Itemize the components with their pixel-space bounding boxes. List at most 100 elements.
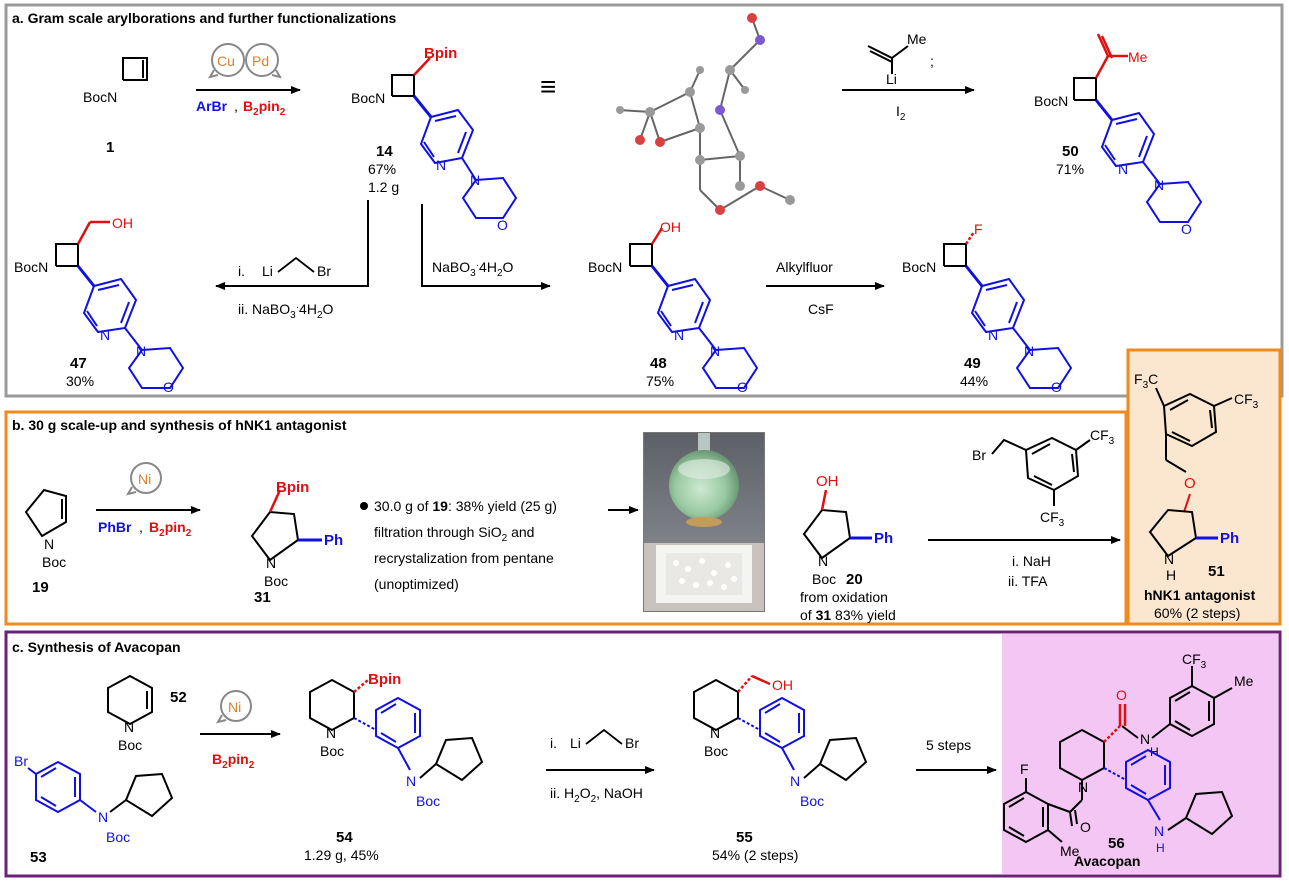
compound-20-label: 20	[846, 571, 863, 588]
c48-morph-o: O	[737, 379, 748, 395]
carbenoid-li-c: Li	[570, 735, 581, 751]
c20-boc-label: Boc	[812, 571, 836, 587]
panel-b-frame	[4, 410, 1128, 626]
panel-a-frame	[4, 3, 1284, 398]
b2pin2-reagent-a: B2pin2	[243, 98, 286, 118]
c19-n-label: N	[44, 536, 54, 552]
benzyl-cf3-top: CF3	[1090, 427, 1115, 447]
compound-48-label: 48	[650, 355, 667, 372]
c49-morph-n: N	[1024, 343, 1034, 359]
c14-pyridine-n: N	[436, 157, 446, 173]
c47-morph-n: N	[136, 343, 146, 359]
c51-h-label: H	[1166, 567, 1176, 583]
c31-bpin-bond	[268, 489, 282, 513]
ni-cycle-icon-c	[215, 690, 252, 724]
i2-reagent: I2	[896, 103, 906, 123]
c54-n-aryl: N	[406, 773, 416, 789]
c56-amide	[1103, 704, 1127, 743]
c55-boc-label: Boc	[704, 743, 728, 759]
c49-f-bond	[964, 231, 976, 245]
c56-amide-o: O	[1116, 687, 1127, 703]
compound-19-structure	[24, 488, 67, 538]
nah-reagent: i. NaH	[1012, 553, 1051, 569]
c54-boc-aryl: Boc	[416, 793, 440, 809]
c54-cyclopentyl	[419, 736, 484, 782]
c19-boc-label: Boc	[42, 554, 66, 570]
c54-bpin-bond	[353, 679, 369, 693]
compound-14-label: 14	[376, 143, 393, 160]
step-i-47: i.	[238, 263, 245, 279]
scaleup-line4: (unoptimized)	[374, 576, 459, 592]
ni-cycle-icon-b	[125, 462, 162, 496]
compound-52-label: 52	[170, 689, 187, 706]
reagent-comma: ,	[234, 98, 238, 114]
compound-47-yield: 30%	[66, 373, 94, 389]
c14-bpin-bond	[413, 57, 431, 76]
c53-n-label: N	[98, 809, 108, 825]
c55-boc-aryl: Boc	[800, 793, 824, 809]
c54-n-label: N	[326, 725, 336, 741]
c56-aryl-h: H	[1156, 841, 1165, 855]
c48-pyridine-n: N	[674, 327, 684, 343]
compound-31-structure	[250, 510, 300, 562]
c49-morph-o: O	[1051, 379, 1062, 395]
alkylfluor-reagent: Alkylfluor	[776, 259, 833, 275]
compound-50-yield: 71%	[1056, 161, 1084, 177]
avacopan-name: Avacopan	[1074, 853, 1140, 869]
compound-14-mass: 1.2 g	[368, 179, 399, 195]
c14-n-label: BocN	[351, 90, 385, 106]
scaleup-bullet	[360, 502, 368, 510]
c20-ph-label: Ph	[874, 530, 893, 547]
compound-19-label: 19	[32, 579, 49, 596]
c55-ch2-bond	[751, 674, 771, 686]
hnk1-yield: 60% (2 steps)	[1154, 605, 1240, 621]
compound-50-structure	[1073, 77, 1097, 101]
c53-boc-label: Boc	[106, 829, 130, 845]
compound-51-aryl	[1155, 387, 1233, 473]
c56-amide-h: H	[1150, 745, 1159, 759]
c56-ring-n: N	[1078, 779, 1088, 795]
b2pin2-reagent-c: B2pin2	[212, 751, 255, 771]
from-oxidation-line1: from oxidation	[800, 589, 888, 605]
compound-51-ring	[1148, 493, 1198, 558]
c31-n-label: N	[266, 555, 276, 571]
step-ii-55: ii. H2O2, NaOH	[550, 785, 643, 805]
nabo3-reagent: NaBO3·4H2O	[432, 259, 514, 279]
c49-aryl-group	[964, 265, 1073, 389]
isopropenyl-lithium	[867, 45, 909, 74]
scaleup-line2: filtration through SiO2 and	[374, 524, 534, 544]
c56-amide2-o: O	[1080, 819, 1091, 835]
c49-n-label: BocN	[902, 259, 936, 275]
c55-cyclopentyl	[803, 736, 868, 782]
carbenoid-br: Br	[317, 263, 331, 279]
five-steps-label: 5 steps	[926, 737, 971, 753]
compound-51-label: 51	[1208, 563, 1225, 580]
c50-aryl-group	[1094, 99, 1203, 223]
c20-oh-bond	[820, 489, 828, 511]
c50-n-label: BocN	[1034, 93, 1068, 109]
c48-aryl-group	[650, 265, 759, 389]
arbr-reagent: ArBr	[196, 98, 228, 114]
compound-1-label: 1	[106, 139, 114, 156]
c55-hydroxymethyl	[737, 675, 753, 693]
bromomethyl-lithium-c	[585, 728, 623, 745]
pd-cycle-icon	[245, 43, 283, 79]
compound-49-structure	[943, 243, 967, 267]
compound-1-n-label: BocN	[83, 89, 117, 105]
c49-f-label: F	[974, 221, 983, 237]
tfa-reagent: ii. TFA	[1008, 573, 1048, 589]
reagent-comma-b: ,	[139, 519, 143, 535]
c31-boc-label: Boc	[264, 573, 288, 589]
c55-aryl-group	[737, 696, 805, 771]
c14-morph-o: O	[497, 217, 508, 233]
c51-o-label: O	[1184, 475, 1196, 492]
c56-me2-label: Me	[1060, 843, 1080, 859]
c47-morph-o: O	[163, 379, 174, 395]
c53-br-label: Br	[14, 753, 28, 769]
step-ii-47: ii. NaBO3·4H2O	[238, 301, 334, 321]
c56-benzoyl	[1003, 778, 1078, 844]
compound-55-yield: 54% (2 steps)	[712, 847, 798, 863]
c56-aryl-amine	[1103, 748, 1171, 821]
c48-morph-n: N	[710, 343, 720, 359]
c54-bpin-label: Bpin	[368, 671, 401, 688]
